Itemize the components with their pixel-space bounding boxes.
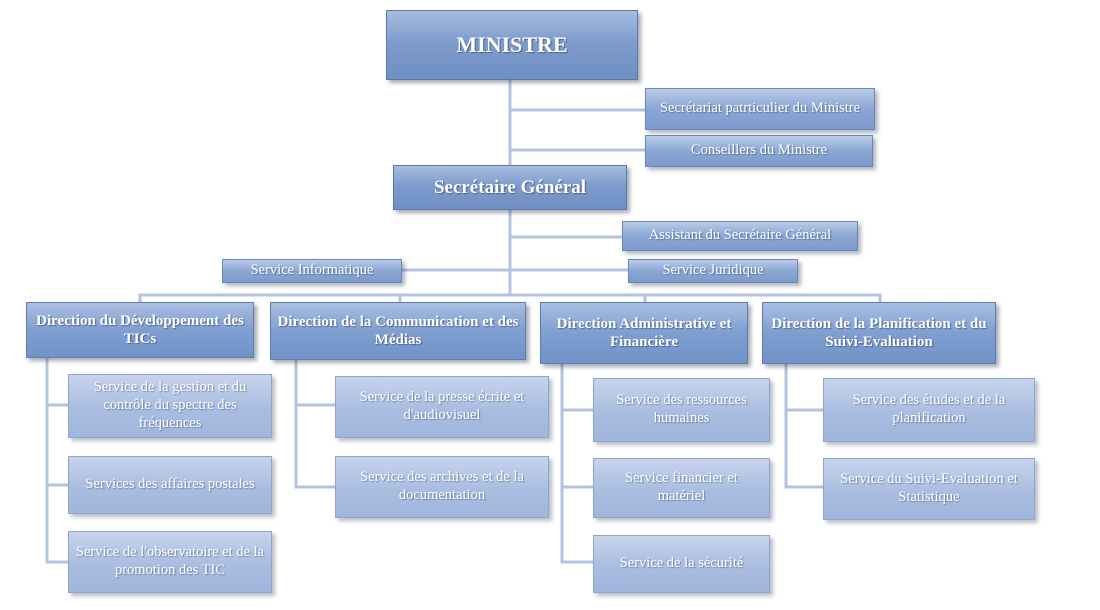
- node-service-financier: Service financier et matériel: [593, 458, 770, 518]
- node-service-informatique: Service Informatique: [222, 259, 402, 283]
- node-service-presse: Service de la presse écrite et d'audiovi…: [335, 376, 549, 438]
- node-direction-administrative: Direction Administrative et Financière: [540, 302, 748, 364]
- node-service-juridique: Service Juridique: [628, 259, 798, 283]
- node-service-etudes: Service des études et de la planificatio…: [823, 378, 1035, 442]
- node-direction-planification: Direction de la Planification et du Suiv…: [762, 302, 996, 364]
- node-ministre: MINISTRE: [386, 10, 638, 80]
- node-conseillers: Conseillers du Ministre: [645, 135, 873, 167]
- node-service-observatoire: Service de l'observatoire et de la promo…: [68, 531, 272, 593]
- node-direction-developpement: Direction du Développement des TICs: [26, 302, 254, 358]
- node-service-affaires-postales: Services des affaires postales: [68, 456, 272, 514]
- node-service-spectre: Service de la gestion et du contrôle du …: [68, 374, 272, 438]
- node-assistant-sg: Assistant du Secrétaire Général: [622, 221, 858, 251]
- node-secretariat-particulier: Secrétariat patrticulier du Ministre: [645, 88, 875, 130]
- node-service-suivi-evaluation: Service du Suivi-Evaluation et Statistiq…: [823, 458, 1035, 520]
- node-secretaire-general: Secrétaire Général: [393, 165, 627, 210]
- node-service-ressources-humaines: Service des ressources humaines: [593, 378, 770, 442]
- node-service-securite: Service de la sécurité: [593, 535, 770, 593]
- node-service-archives: Service des archives et de la documentat…: [335, 456, 549, 518]
- node-direction-communication: Direction de la Communication et des Méd…: [270, 302, 526, 360]
